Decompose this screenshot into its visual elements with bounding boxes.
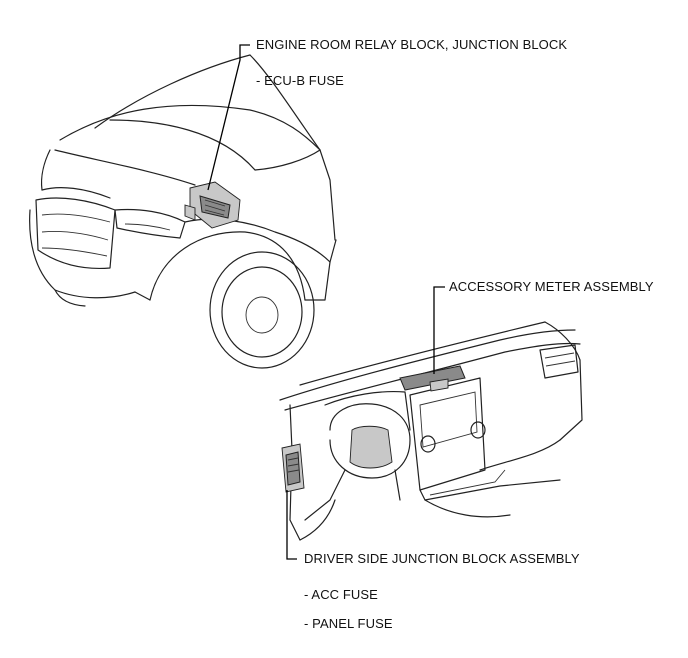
leader-lines [207,44,445,560]
driver-side-item-acc: - ACC FUSE [304,587,378,602]
driver-side-item-panel: - PANEL FUSE [304,616,393,631]
driver-side-title: DRIVER SIDE JUNCTION BLOCK ASSEMBLY [304,551,580,566]
vehicle-front-illustration [29,54,337,369]
engine-room-title: ENGINE ROOM RELAY BLOCK, JUNCTION BLOCK [256,37,568,52]
engine-room-relay-block [184,181,241,229]
engine-room-item-ecu-b: - ECU-B FUSE [256,73,344,88]
driver-side-junction-block [281,443,305,493]
leader-driver-side [286,490,297,560]
accessory-meter [399,365,466,392]
dashboard-illustration [279,321,583,541]
leader-accessory-meter [433,286,445,374]
leader-engine-room [207,44,250,191]
accessory-meter-title: ACCESSORY METER ASSEMBLY [449,279,654,294]
